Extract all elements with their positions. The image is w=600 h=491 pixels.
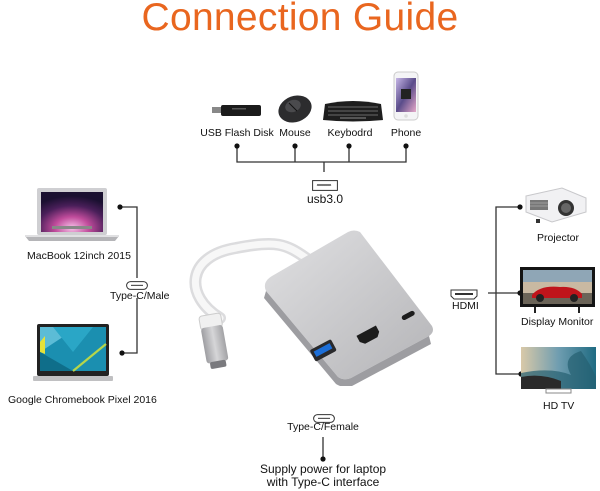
keyboard-icon bbox=[322, 98, 384, 123]
keyboard-label: Keybodrd bbox=[327, 127, 373, 139]
usb-c-adapter-image bbox=[176, 226, 444, 388]
chromebook-label: Google Chromebook Pixel 2016 bbox=[8, 394, 157, 406]
monitor-label: Display Monitor bbox=[521, 316, 594, 328]
mouse-icon bbox=[275, 93, 315, 125]
projector-label: Projector bbox=[537, 232, 580, 244]
tv-icon bbox=[521, 347, 596, 395]
usb-a-port-icon bbox=[312, 178, 338, 191]
hdmi-port-icon bbox=[450, 287, 478, 300]
usb-flash-drive-icon bbox=[212, 103, 262, 119]
chromebook-icon bbox=[33, 322, 113, 384]
usb3-port-label: usb3.0 bbox=[306, 192, 344, 206]
usb-wire bbox=[236, 146, 407, 172]
phone-icon bbox=[393, 71, 419, 121]
hdmi-wire bbox=[488, 206, 521, 375]
power-supply-desc-line2: with Type-C interface bbox=[266, 475, 380, 489]
monitor-icon bbox=[520, 267, 595, 315]
typec-female-label: Type-C/Female bbox=[287, 421, 359, 433]
usb-c-male-port-icon bbox=[126, 277, 148, 290]
typec-male-label: Type-C/Male bbox=[110, 290, 170, 302]
page-title: Connection Guide bbox=[141, 0, 459, 39]
mouse-label: Mouse bbox=[279, 127, 311, 139]
hdmi-label: HDMI bbox=[452, 300, 479, 312]
phone-label: Phone bbox=[390, 127, 422, 139]
usb-flash-disk-label: USB Flash Disk bbox=[200, 127, 274, 139]
projector-icon bbox=[522, 186, 588, 226]
macbook-icon bbox=[22, 186, 122, 246]
power-supply-desc-line1: Supply power for laptop bbox=[259, 462, 387, 476]
typec-male-wire bbox=[120, 206, 138, 354]
macbook-label: MacBook 12inch 2015 bbox=[27, 250, 131, 262]
hd-tv-label: HD TV bbox=[543, 400, 575, 412]
usb-c-female-port-icon bbox=[313, 410, 335, 423]
